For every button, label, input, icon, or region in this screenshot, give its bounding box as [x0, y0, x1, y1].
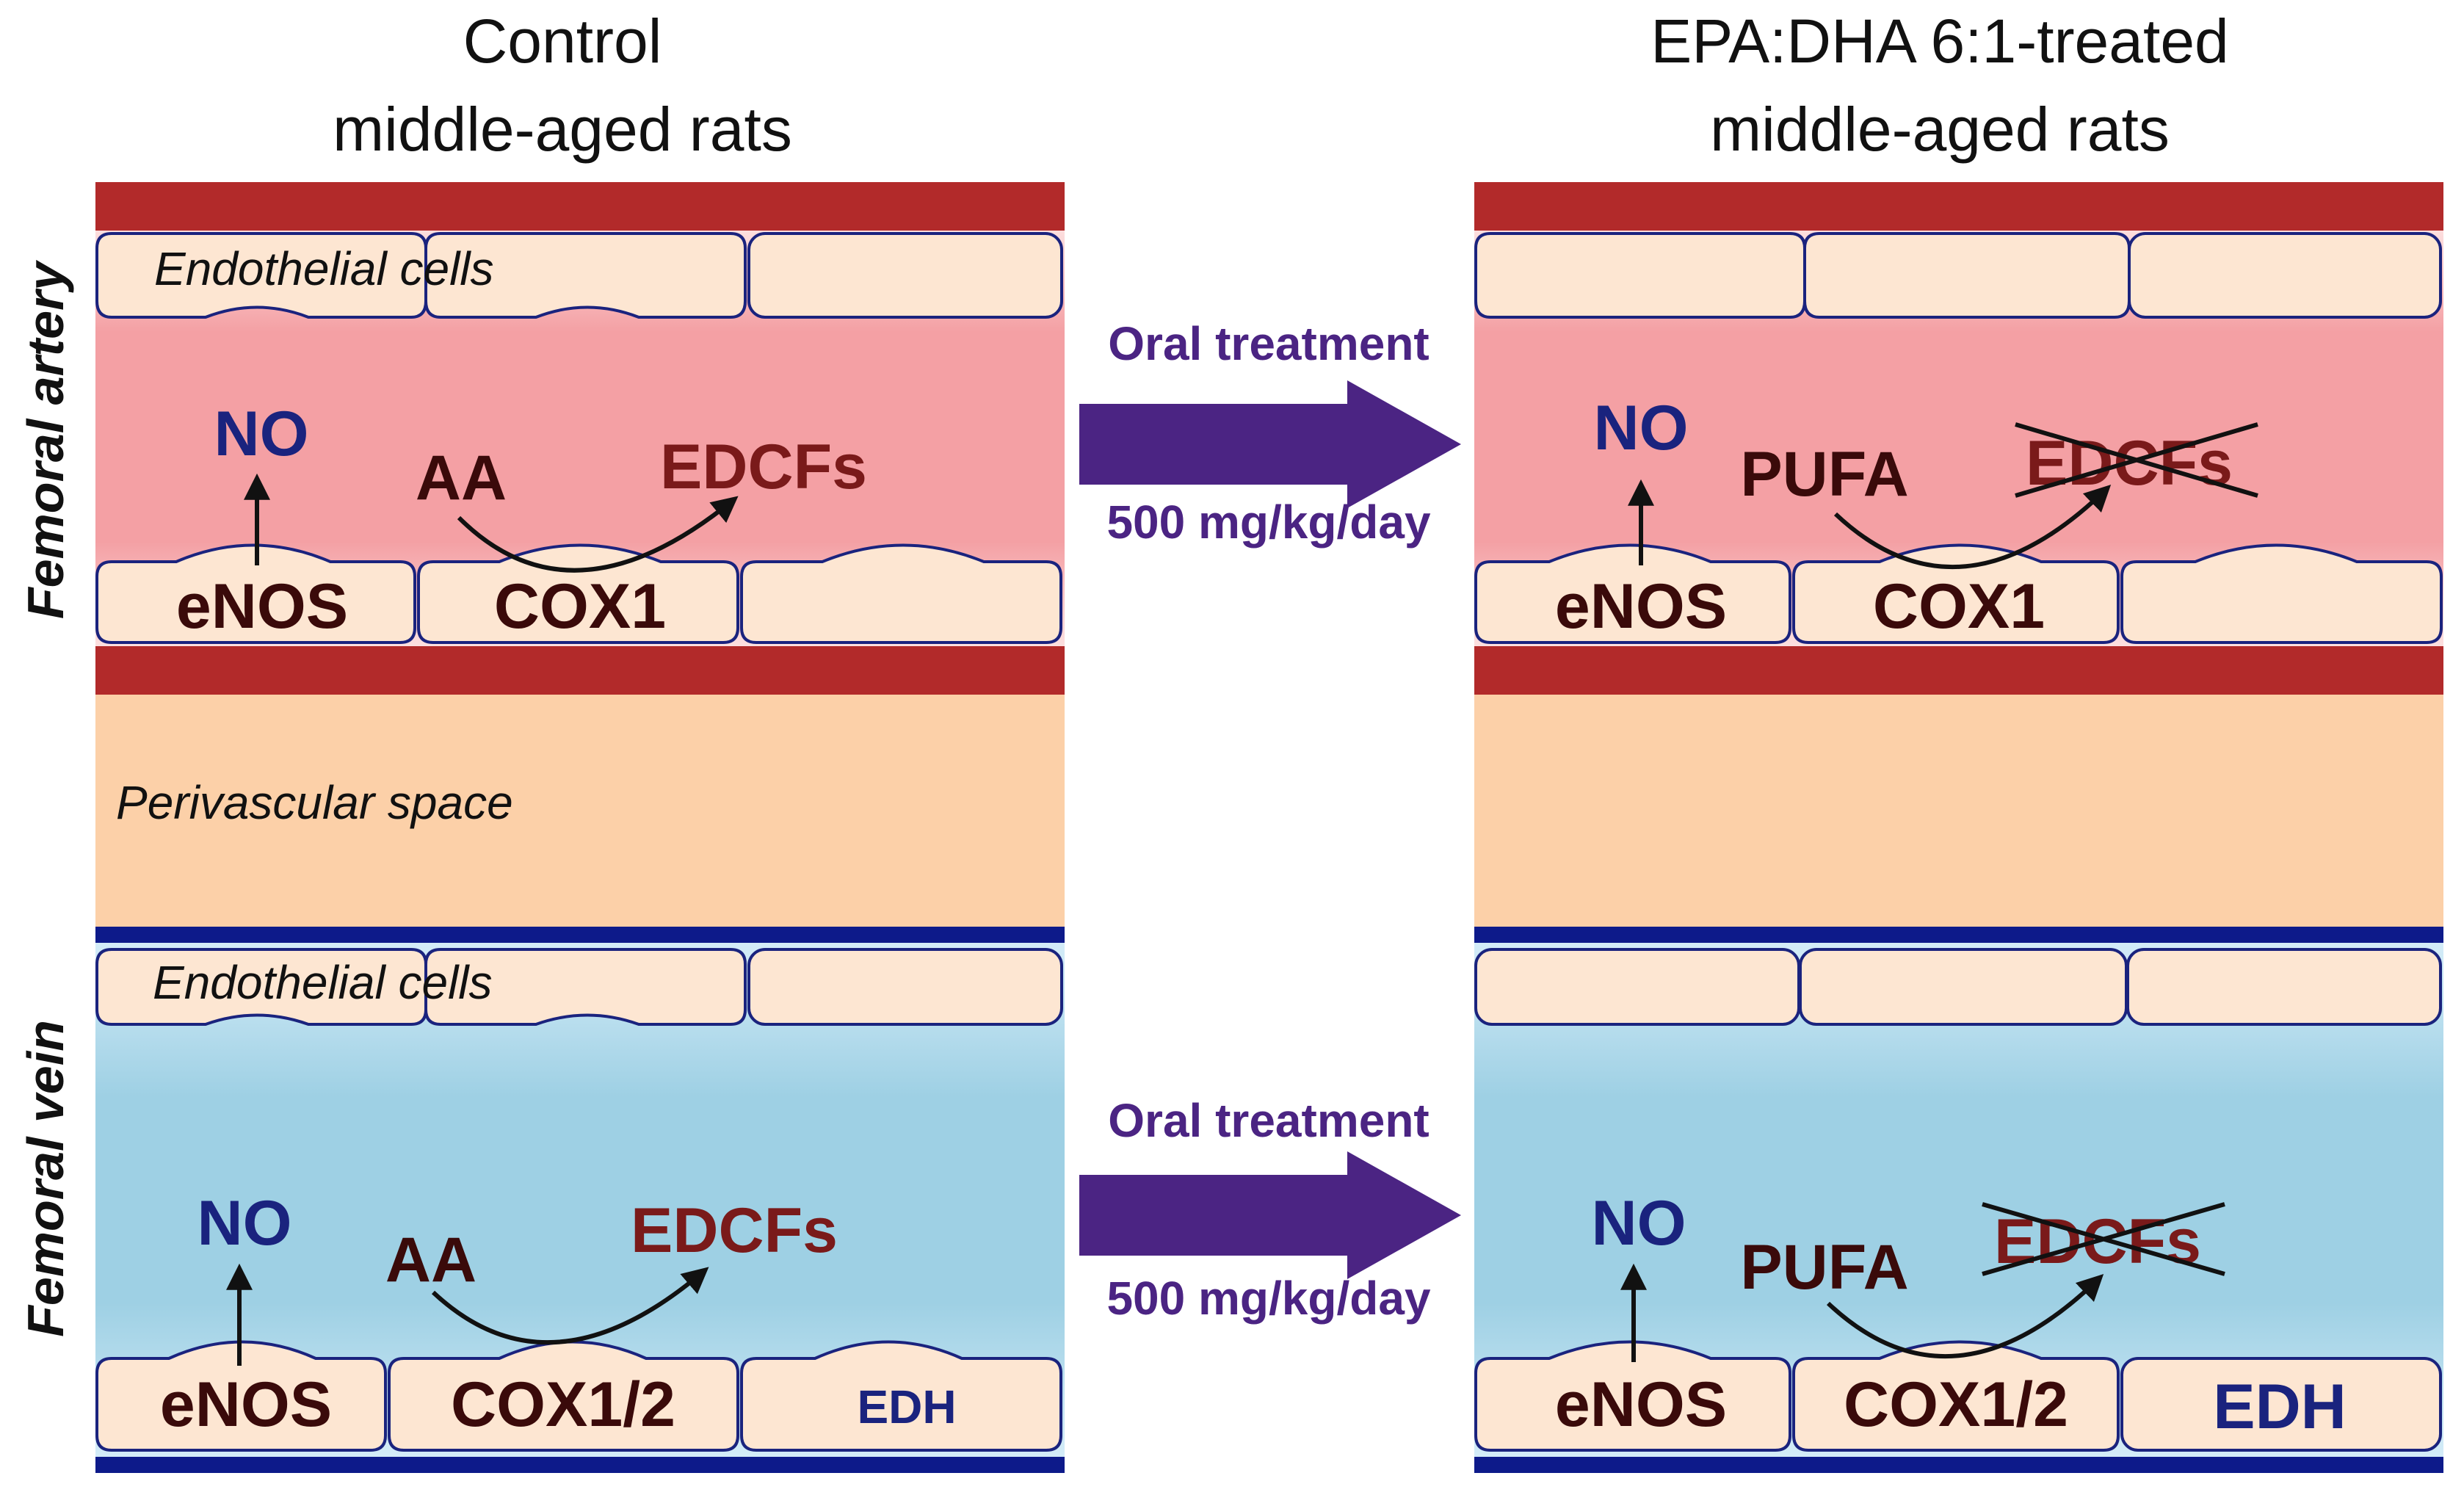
- treated-perivascular-space: [1474, 695, 2443, 928]
- endothelial-cell: [1803, 232, 2131, 319]
- purple-arrow: [1079, 1151, 1461, 1279]
- endothelial-cells-label: Endothelial cells: [153, 956, 493, 1009]
- edh-label: EDH: [857, 1380, 956, 1433]
- endothelial-cell: [1474, 232, 1806, 319]
- edh-cell: [740, 1340, 1062, 1452]
- cox-cell: [1792, 543, 2120, 644]
- treated-vein-wall-bottom: [1474, 1457, 2443, 1473]
- control-panel: Endothelial cells Perivascular space End…: [95, 182, 1065, 1473]
- enos-label: eNOS: [1555, 1369, 1727, 1440]
- no-label: NO: [1592, 1188, 1686, 1259]
- oral-treatment-label: Oral treatment: [1108, 1094, 1429, 1147]
- edcfs-cross: [1982, 1202, 2225, 1276]
- endothelial-cell: [747, 232, 1063, 319]
- pufa-to-edcfs-arrow: [1826, 1273, 2104, 1359]
- no-label: NO: [1594, 393, 1689, 463]
- enos-cell: [95, 543, 416, 644]
- endothelial-cell: [2120, 543, 2443, 644]
- enos-cell: [1474, 543, 1791, 644]
- control-heading-line2: middle-aged rats: [333, 95, 792, 164]
- edcfs-label: EDCFs: [631, 1195, 838, 1266]
- treatment-arrow-artery: Oral treatment 500 mg/kg/day: [1079, 317, 1461, 549]
- treated-heading-line2: middle-aged rats: [1710, 95, 2170, 164]
- edh-cell: [2120, 1357, 2442, 1452]
- cox12-label: COX1/2: [451, 1369, 675, 1440]
- endothelial-cell: [1799, 948, 2128, 1026]
- femoral-vein-label: Femoral vein: [17, 1020, 74, 1337]
- treatment-arrow-vein: Oral treatment 500 mg/kg/day: [1079, 1094, 1461, 1325]
- aa-label: AA: [385, 1225, 477, 1295]
- endothelial-cell: [2126, 948, 2442, 1026]
- control-artery-wall-top: [95, 182, 1065, 231]
- treated-vein-wall-top: [1474, 927, 2443, 943]
- endothelial-cells-label: Endothelial cells: [154, 242, 494, 295]
- edh-label: EDH: [2213, 1372, 2347, 1442]
- perivascular-space-label: Perivascular space: [116, 776, 513, 829]
- control-heading-line1: Control: [463, 7, 662, 76]
- endothelial-cell: [424, 232, 747, 319]
- aa-to-edcfs-arrow: [457, 496, 739, 573]
- pufa-label: PUFA: [1740, 1232, 1908, 1303]
- cox-cell: [388, 1340, 739, 1452]
- control-artery-wall-bottom: [95, 646, 1065, 695]
- no-label: NO: [214, 399, 309, 469]
- cox-cell: [417, 543, 739, 644]
- no-label: NO: [198, 1188, 292, 1259]
- dose-label: 500 mg/kg/day: [1106, 496, 1431, 549]
- femoral-artery-label: Femoral artery: [17, 260, 74, 619]
- control-perivascular-space: [95, 695, 1065, 928]
- aa-to-edcfs-arrow: [431, 1267, 709, 1345]
- treated-panel: NO PUFA EDCFs eNOS COX1 NO PUFA EDCFs eN…: [1474, 182, 2443, 1473]
- treated-heading-line1: EPA:DHA 6:1-treated: [1650, 7, 2229, 76]
- edcfs-label: EDCFs: [660, 432, 867, 502]
- aa-label: AA: [416, 443, 507, 513]
- cox12-label: COX1/2: [1844, 1369, 2068, 1440]
- purple-arrow: [1079, 380, 1461, 508]
- endothelial-cell: [1474, 948, 1800, 1026]
- treated-artery-wall-top: [1474, 182, 2443, 231]
- enos-cell: [95, 1340, 387, 1452]
- dose-label: 500 mg/kg/day: [1106, 1272, 1431, 1325]
- endothelial-cell: [424, 948, 747, 1026]
- cox1-label: COX1: [1873, 571, 2045, 642]
- enos-label: eNOS: [160, 1369, 332, 1440]
- pufa-to-edcfs-arrow: [1833, 484, 2112, 570]
- enos-label: eNOS: [1555, 571, 1727, 642]
- cox-cell: [1792, 1340, 2120, 1452]
- control-vein-wall-bottom: [95, 1457, 1065, 1473]
- treated-artery-wall-bottom: [1474, 646, 2443, 695]
- endothelial-cell: [747, 948, 1063, 1026]
- control-vein-wall-top: [95, 927, 1065, 943]
- pufa-label: PUFA: [1740, 439, 1908, 510]
- endothelial-cell: [2128, 232, 2442, 319]
- endothelial-cell: [740, 543, 1062, 644]
- cox1-label: COX1: [494, 571, 666, 642]
- oral-treatment-label: Oral treatment: [1108, 317, 1429, 370]
- edcfs-cross: [2015, 422, 2258, 498]
- enos-label: eNOS: [176, 571, 348, 642]
